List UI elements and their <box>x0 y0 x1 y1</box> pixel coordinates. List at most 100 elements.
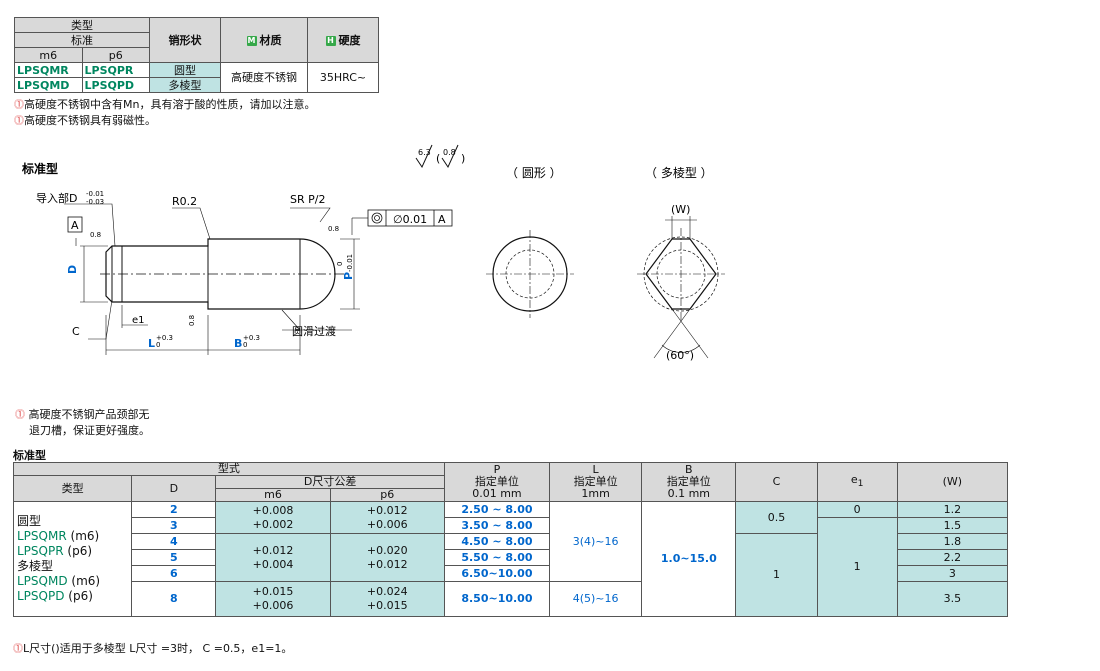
svg-text:0.8: 0.8 <box>443 148 456 157</box>
e1-cell: 1 <box>816 517 898 617</box>
type-header: 类型 <box>14 17 150 33</box>
model-header: 型式 <box>13 462 445 476</box>
spec-code-m6: LPSQMR <box>14 62 83 78</box>
c-cell: 1 <box>735 533 818 617</box>
hardness-badge: H <box>325 35 336 46</box>
d-cell: 4 <box>131 533 217 550</box>
c-header: C <box>735 462 818 502</box>
note-line: 退刀槽，保证更好强度。 <box>29 424 150 437</box>
technical-drawing: 标准型 6.3 ( 0.8 ) （ 圆形 ） （ 多棱型 ） <box>21 144 725 362</box>
b-tol-up: +0.3 <box>243 334 260 342</box>
polygon-section-view <box>637 216 725 359</box>
roughness-neck: 0.8 <box>188 315 196 326</box>
pin-shape-header: 销形状 <box>149 17 221 63</box>
p-cell: 5.50 ~ 8.00 <box>443 549 551 566</box>
tol-m6-cell: +0.008+0.002 <box>215 501 331 534</box>
l-tol-low: 0 <box>156 341 160 349</box>
p-tol-low: -0.01 <box>346 254 354 272</box>
b-dim-label: B <box>234 337 242 350</box>
standard-header: 标准 <box>14 32 150 48</box>
type-line: LPSQMD (m6) <box>17 574 101 588</box>
angle-label: (60°) <box>666 349 694 362</box>
standard-type-title: 标准型 <box>21 161 58 176</box>
p-cell: 4.50 ~ 8.00 <box>443 533 551 550</box>
p-cell: 2.50 ~ 8.00 <box>443 501 551 518</box>
d-cell: 5 <box>131 549 217 566</box>
d-cell: 2 <box>131 501 217 518</box>
p6-header: p6 <box>329 488 445 502</box>
p6-header: p6 <box>81 47 150 63</box>
top-notes: ⓵高硬度不锈钢中含有Mn，具有溶于酸的性质，请加以注意。 ⓵高硬度不锈钢具有弱磁… <box>14 97 315 129</box>
l-dim-label: L <box>148 337 155 350</box>
e1-cell: 0 <box>816 501 898 518</box>
guide-label: 导入部D <box>36 191 77 205</box>
spec-code-m6: LPSQMD <box>14 77 83 93</box>
type-line: LPSQMR (m6) <box>17 529 100 543</box>
roughness-head: 0.8 <box>328 225 339 233</box>
p-cell: 8.50~10.00 <box>443 581 551 617</box>
l-cell: 3(4)~16 <box>549 501 643 582</box>
polygon-section-title: （ 多棱型 ） <box>645 165 713 180</box>
e1-label: e1 <box>132 315 145 326</box>
e1-header: e1 <box>816 462 898 502</box>
mid-notes: ⓵ 高硬度不锈钢产品颈部无 退刀槽，保证更好强度。 <box>15 407 150 438</box>
tolerance-header: D尺寸公差 <box>215 475 445 489</box>
tol-p6-cell: +0.024+0.015 <box>329 581 445 617</box>
w-cell: 3.5 <box>896 581 1009 617</box>
m6-header: m6 <box>215 488 331 502</box>
l-cell: 4(5)~16 <box>549 581 643 617</box>
d-cell: 8 <box>131 581 217 617</box>
surface-roughness-symbol: 6.3 ( 0.8 ) <box>415 144 465 169</box>
type-line: 圆型 <box>17 514 42 528</box>
type-cell: 圆型 LPSQMR (m6) LPSQPR (p6) 多棱型 LPSQMD (m… <box>12 501 133 617</box>
tol-p6-cell: +0.012+0.006 <box>329 501 445 534</box>
type-header: 类型 <box>12 475 133 502</box>
w-cell: 3 <box>896 565 1009 582</box>
w-cell: 1.5 <box>896 517 1009 534</box>
note-line: ⓵高硬度不锈钢具有弱磁性。 <box>14 114 156 127</box>
material-badge: M <box>246 35 257 46</box>
fillet-label: 圆滑过渡 <box>292 324 336 338</box>
guide-tol-up: -0.01 <box>86 190 104 198</box>
warning-icon: ⓵ <box>15 410 25 421</box>
guide-tol-low: -0.03 <box>86 198 104 206</box>
w-header: (W) <box>896 462 1009 502</box>
section-title: 标准型 <box>13 449 46 462</box>
spec-hardness: 35HRC~ <box>307 62 379 93</box>
roughness-guide: 0.8 <box>90 231 101 239</box>
spec-material: 高硬度不锈钢 <box>220 62 308 93</box>
warning-icon: ⓵ <box>14 100 24 111</box>
datum-a: A <box>71 219 79 232</box>
footer-note: ⓵L尺寸()适用于多棱型 L尺寸 =3时， C =0.5，e1=1。 <box>13 642 293 655</box>
round-section-view <box>486 230 574 318</box>
w-cell: 1.2 <box>896 501 1009 518</box>
concentricity-value: ∅0.01 <box>393 213 427 226</box>
type-line: LPSQPD (p6) <box>17 589 93 603</box>
type-line: 多棱型 <box>17 559 54 573</box>
type-line: LPSQPR (p6) <box>17 544 93 558</box>
p-cell: 3.50 ~ 8.00 <box>443 517 551 534</box>
w-cell: 1.8 <box>896 533 1009 550</box>
svg-text:(: ( <box>436 152 440 165</box>
m6-header: m6 <box>14 47 83 63</box>
radius-label: R0.2 <box>172 195 197 208</box>
svg-text:6.3: 6.3 <box>418 148 431 157</box>
w-cell: 2.2 <box>896 549 1009 566</box>
sr-label: SR P/2 <box>290 193 325 206</box>
spec-shape: 圆型 <box>149 62 221 78</box>
tol-m6-cell: +0.012+0.004 <box>215 533 331 582</box>
b-tol-low: 0 <box>243 341 247 349</box>
d-cell: 6 <box>131 565 217 582</box>
warning-icon: ⓵ <box>13 644 23 655</box>
note-line: ⓵ 高硬度不锈钢产品颈部无 <box>15 408 150 421</box>
pin-side-view <box>64 203 453 355</box>
p-tol-up: 0 <box>336 262 344 266</box>
w-label: (W) <box>671 203 690 216</box>
round-section-title: （ 圆形 ） <box>506 166 562 180</box>
